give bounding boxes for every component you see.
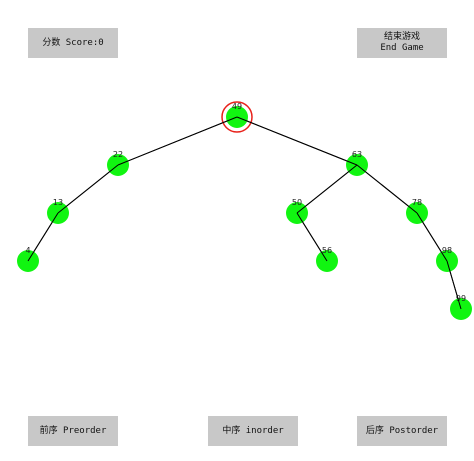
tree-node[interactable]: 98: [436, 246, 458, 272]
end-game-label-cn: 结束游戏: [383, 32, 420, 42]
tree-edge: [57, 164, 119, 214]
preorder-label: 前序 Preorder: [39, 425, 107, 436]
selected-node-ring: [221, 101, 253, 133]
tree-edge: [356, 164, 418, 214]
node-value: 4: [25, 246, 30, 255]
node-value: 22: [113, 150, 123, 159]
node-value: 78: [412, 198, 422, 207]
tree-edges: [27, 116, 462, 310]
postorder-button[interactable]: 后序 Postorder: [357, 416, 447, 446]
inorder-label: 中序 inorder: [222, 425, 284, 436]
tree-edge: [296, 164, 358, 214]
tree-node[interactable]: 63: [346, 150, 368, 176]
tree-nodes: 49 22 63 13 50 78 4 56 98 99: [17, 101, 472, 320]
tree-edge: [296, 212, 328, 262]
tree-node[interactable]: 13: [47, 198, 69, 224]
score-display: 分数 Score:0: [28, 28, 118, 58]
score-label: 分数 Score:0: [42, 37, 104, 48]
tree-edge: [236, 116, 358, 166]
tree-node[interactable]: 22: [107, 150, 129, 176]
tree-edge: [416, 212, 448, 262]
tree-edge: [446, 260, 462, 310]
tree-edges-overlay: [27, 116, 462, 310]
node-value: 50: [292, 198, 302, 207]
node-value: 13: [53, 198, 63, 207]
preorder-button[interactable]: 前序 Preorder: [28, 416, 118, 446]
tree-node[interactable]: 50: [286, 198, 308, 224]
node-value: 49: [232, 102, 242, 111]
end-game-button[interactable]: 结束游戏 End Game: [357, 28, 447, 58]
end-game-label-en: End Game: [380, 43, 424, 53]
node-value: 56: [322, 246, 332, 255]
node-value: 63: [352, 150, 362, 159]
tree-edge: [117, 116, 238, 166]
tree-node[interactable]: 56: [316, 246, 338, 272]
tree-node[interactable]: 78: [406, 198, 428, 224]
tree-node[interactable]: 4: [17, 246, 39, 272]
node-value: 98: [442, 246, 452, 255]
node-value: 99: [456, 294, 466, 303]
tree-edge: [27, 212, 59, 262]
inorder-button[interactable]: 中序 inorder: [208, 416, 298, 446]
postorder-label: 后序 Postorder: [365, 425, 439, 436]
tree-node[interactable]: 99: [450, 294, 472, 320]
